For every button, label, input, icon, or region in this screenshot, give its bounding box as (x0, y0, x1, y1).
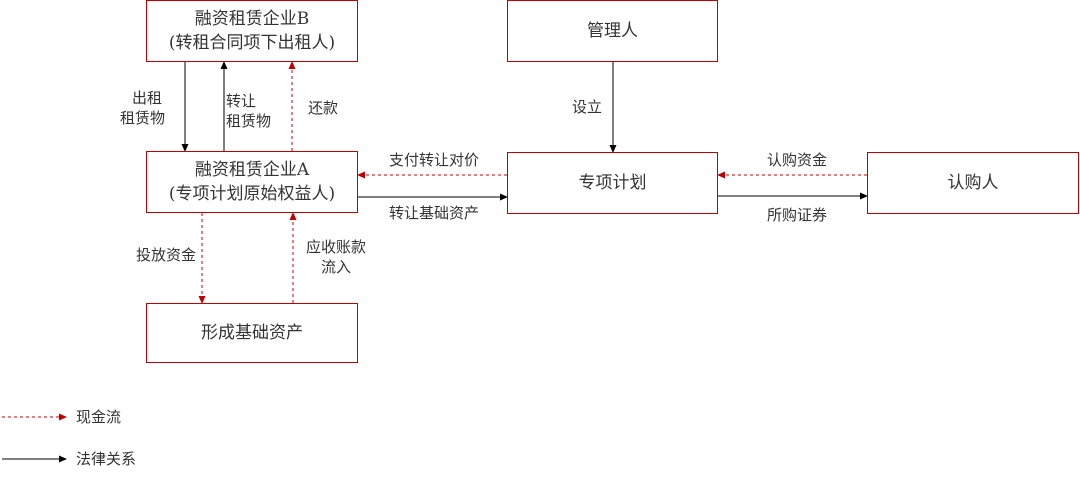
label-securities: 所购证券 (767, 205, 827, 225)
label-establish-text: 设立 (572, 98, 603, 116)
node-lessor-a: 融资租赁企业A (专项计划原始权益人) (146, 151, 358, 213)
label-establish: 设立 (572, 97, 602, 117)
label-invest: 投放资金 (136, 245, 196, 265)
label-lease-out-line1: 出租 (132, 89, 163, 107)
label-receivables: 应收账款 流入 (303, 237, 369, 277)
label-repay: 还款 (308, 98, 338, 118)
node-base-asset: 形成基础资产 (146, 303, 358, 363)
node-lessor-b-line2: (转租合同项下出租人) (168, 33, 336, 53)
legend-cash-flow-label: 现金流 (76, 407, 121, 427)
label-transfer-asset: 转让基础资产 (389, 203, 479, 223)
node-lessor-a-line2: (专项计划原始权益人) (168, 184, 336, 204)
label-subscribe-funds: 认购资金 (767, 150, 827, 170)
node-special-plan-label: 专项计划 (578, 173, 647, 193)
label-receivables-line2: 流入 (320, 258, 351, 276)
node-lessor-b-line1: 融资租赁企业B (194, 9, 310, 29)
label-receivables-line1: 应收账款 (305, 238, 366, 256)
node-base-asset-label: 形成基础资产 (201, 323, 303, 343)
label-pay-price: 支付转让对价 (389, 150, 479, 170)
legend-legal-label: 法律关系 (76, 449, 136, 469)
label-subscribe-funds-text: 认购资金 (767, 151, 828, 169)
label-transfer-lease: 转让 租赁物 (226, 91, 271, 131)
node-manager-label: 管理人 (587, 21, 638, 41)
label-transfer-lease-line1: 转让 (226, 92, 257, 110)
label-lease-out-line2: 租赁物 (120, 109, 166, 127)
label-invest-text: 投放资金 (136, 246, 197, 264)
node-lessor-b: 融资租赁企业B (转租合同项下出租人) (146, 0, 358, 62)
label-transfer-asset-text: 转让基础资产 (389, 204, 480, 222)
node-subscriber: 认购人 (867, 152, 1079, 214)
legend-legal-text: 法律关系 (76, 450, 137, 468)
label-transfer-lease-line2: 租赁物 (226, 112, 272, 130)
label-securities-text: 所购证券 (767, 206, 828, 224)
node-special-plan: 专项计划 (507, 152, 718, 214)
label-repay-text: 还款 (308, 99, 339, 117)
label-pay-price-text: 支付转让对价 (389, 151, 480, 169)
legend-cash-flow-text: 现金流 (76, 408, 122, 426)
node-manager: 管理人 (507, 0, 718, 62)
node-subscriber-label: 认购人 (947, 173, 999, 193)
node-lessor-a-line1: 融资租赁企业A (194, 160, 310, 180)
label-lease-out: 出租 租赁物 (120, 88, 165, 128)
